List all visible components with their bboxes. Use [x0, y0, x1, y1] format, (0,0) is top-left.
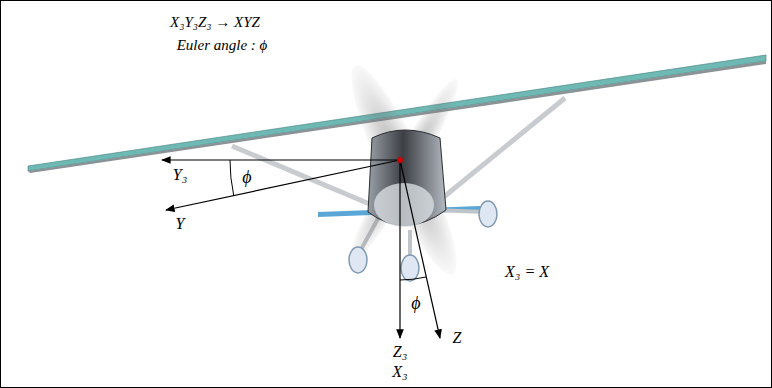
angle-arc — [230, 160, 234, 195]
propeller — [339, 72, 468, 268]
strut — [232, 146, 372, 205]
axis-z — [400, 160, 440, 338]
axis-label: X₃ — [392, 363, 407, 381]
wheel — [479, 201, 497, 227]
wheel — [349, 247, 367, 273]
axis-y3 — [162, 159, 400, 160]
strut — [440, 98, 565, 200]
origin-dot — [397, 157, 403, 163]
angle-caption: Euler angle : ϕ — [177, 37, 268, 54]
axis-label: Y — [176, 215, 185, 233]
axis-z3 — [399, 160, 400, 338]
axis-y — [166, 160, 400, 210]
wheel — [401, 255, 419, 281]
axis-label: Z₃ — [393, 343, 407, 361]
axis-label: Y₃ — [173, 166, 187, 184]
angle-arc — [400, 277, 426, 280]
axis-label: Z — [453, 329, 462, 347]
angle-label: ϕ — [411, 294, 420, 314]
axis-label: X₃ = X — [505, 263, 549, 281]
angle-label: ϕ — [242, 168, 251, 188]
cowling — [374, 183, 434, 227]
transform-title: X₃Y₃Z₃ → XYZ — [170, 14, 260, 31]
